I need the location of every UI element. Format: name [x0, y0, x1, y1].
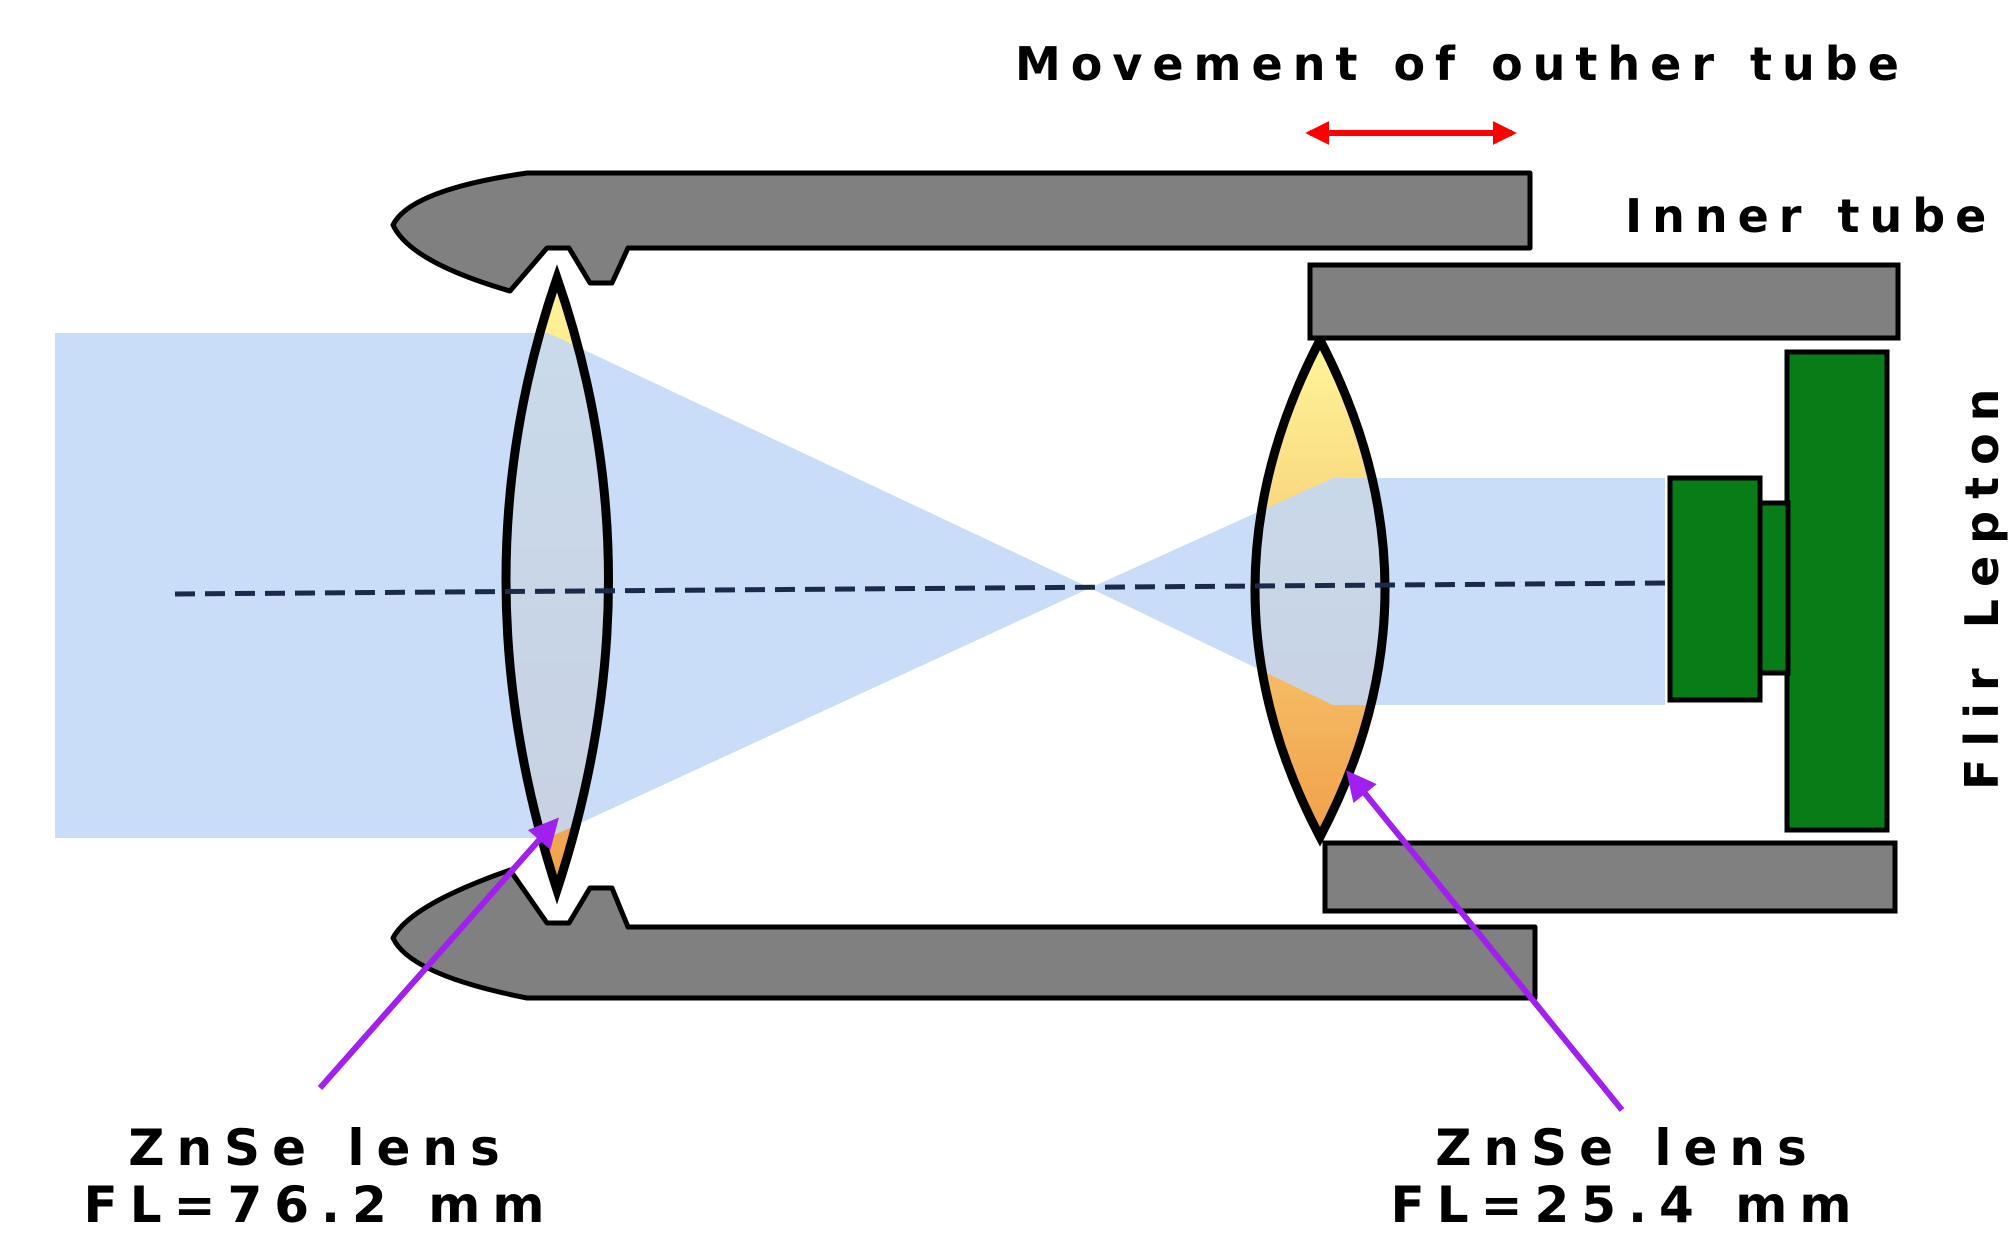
- lens-right-focal-label: FL=25.4 mm: [1391, 1176, 1864, 1234]
- pointer-arrow-left: [317, 817, 559, 1090]
- pointer-arrow-right: [1346, 770, 1625, 1112]
- outer-tube-bottom: [390, 867, 1538, 1001]
- sensor-body: [1667, 475, 1763, 703]
- lens-right-outline: [1250, 330, 1390, 847]
- inner-tube-top: [1307, 262, 1901, 341]
- sensor-board: [1784, 349, 1890, 833]
- outer-tube-top: [390, 170, 1533, 294]
- movement-label: Movement of outher tube: [1015, 37, 1909, 91]
- lens-right-material-label: ZnSe lens: [1435, 1119, 1819, 1177]
- sensor-neck: [1755, 500, 1791, 676]
- lens-left-outline: [501, 264, 613, 905]
- light-beam: [55, 333, 1665, 838]
- optical-axis: [174, 580, 1666, 597]
- inner-tube-label: Inner tube: [1625, 189, 1996, 243]
- lens-left-material-label: ZnSe lens: [128, 1119, 512, 1177]
- lens-left-focal-label: FL=76.2 mm: [84, 1176, 557, 1234]
- inner-tube-bottom: [1322, 840, 1898, 914]
- sensor-label: Flir Lepton: [1955, 377, 2009, 790]
